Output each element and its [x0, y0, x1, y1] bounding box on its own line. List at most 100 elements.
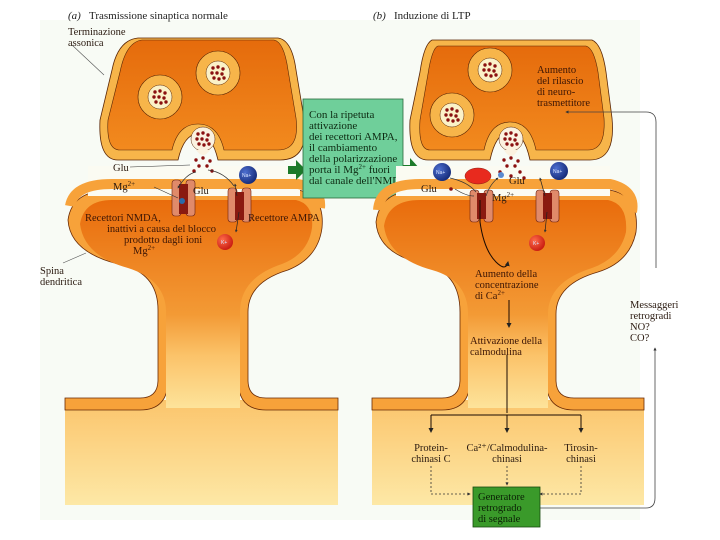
glutamate-dot — [154, 100, 158, 104]
panel-b-glutamate-dots — [444, 62, 526, 180]
panel-b-postsynaptic-membrane — [373, 179, 638, 213]
dashed-arrow-tyrk — [539, 466, 582, 496]
glutamate-dot — [164, 100, 168, 104]
nmda-label-2: inattivi a causa del blocco — [107, 224, 216, 235]
glutamate-dot — [492, 69, 496, 73]
glutamate-dot — [196, 132, 200, 136]
kinase-pkc-label-2: chinasi C — [411, 454, 450, 465]
axon-terminal-label-2: assonica — [68, 38, 104, 49]
panel-a-spine — [80, 200, 313, 408]
glutamate-dot — [152, 95, 156, 99]
panel-b-glu-to-nmda-arrow — [454, 188, 475, 197]
glutamate-dot — [163, 91, 167, 95]
spine-label-1: Spina — [40, 266, 64, 277]
glutamate-dot — [514, 133, 518, 137]
glutamate-dot — [206, 133, 210, 137]
axon-terminal-label-1: Terminazione — [68, 27, 126, 38]
glutamate-dot — [516, 159, 520, 163]
panel-a-potassium-ion — [217, 234, 233, 250]
release-label-1: Aumento — [537, 65, 576, 76]
glutamate-dot — [194, 158, 198, 162]
panel-b-mg-ion — [498, 172, 504, 178]
panel-a-nmda-receptor — [171, 179, 196, 217]
panel-b-sodium-ion-left-label: Na+ — [436, 170, 445, 176]
glutamate-dot — [221, 67, 225, 71]
panel-a-axon-pointer — [71, 44, 105, 76]
panel-a-letter: (a) — [68, 10, 81, 22]
panel-b-sodium-ion-right — [550, 162, 568, 180]
panel-a-ampa-k-arrow — [234, 211, 240, 233]
panel-a-glu-label-1: Glu — [113, 163, 130, 174]
glutamate-dot — [208, 159, 212, 163]
box-line-6: porta il Mg2+ fuori — [309, 163, 390, 176]
panel-a-ampa-na-arrow — [233, 183, 238, 197]
glutamate-dot — [456, 118, 460, 122]
glutamate-dot — [489, 74, 493, 78]
glutamate-dot — [513, 138, 517, 142]
panel-a-glu-pointer — [129, 164, 191, 168]
glutamate-dot — [504, 132, 508, 136]
generator-label-3: di segnale — [478, 514, 521, 525]
glutamate-dot — [211, 66, 215, 70]
glutamate-dot — [192, 169, 196, 173]
release-label-4: trasmettitore — [537, 98, 590, 109]
dashed-arrow-pkc — [430, 466, 471, 496]
glutamate-dot — [197, 164, 201, 168]
glutamate-dot — [162, 96, 166, 100]
panel-b-ampa-na-arrow — [539, 177, 546, 197]
panel-b-mg-label: Mg2+ — [492, 191, 514, 204]
glutamate-dot — [202, 143, 206, 147]
glutamate-dot — [444, 113, 448, 117]
panel-b-sodium-ion-right-label: Na+ — [553, 169, 562, 175]
glutamate-dot — [510, 143, 514, 147]
generator-label-2: retrogrado — [478, 503, 522, 514]
glutamate-dot — [483, 63, 487, 67]
glutamate-dot — [205, 164, 209, 168]
glutamate-dot — [518, 170, 522, 174]
box-line-1: Con la ripetuta — [309, 109, 374, 121]
messenger-label-1: Messaggeri — [630, 300, 678, 311]
panel-b-glu-dot — [449, 187, 453, 191]
glutamate-dot — [158, 89, 162, 93]
glutamate-dot — [200, 137, 204, 141]
panel-a-spine-pointer — [62, 252, 87, 264]
glutamate-dot — [157, 95, 161, 99]
glutamate-dot — [450, 107, 454, 111]
panel-a-dendrite-base — [65, 400, 338, 505]
messenger-label-3: NO? — [630, 322, 650, 333]
glutamate-dot — [210, 71, 214, 75]
glutamate-dot — [505, 164, 509, 168]
glutamate-dot — [205, 138, 209, 142]
calmodulin-label-2: calmodulina — [470, 347, 522, 358]
panel-a-glu-to-nmda-arrow — [177, 171, 197, 189]
glutamate-dot — [212, 76, 216, 80]
panel-b-na-entry-arrow — [449, 177, 477, 193]
calmodulin-label-1: Attivazione della — [470, 336, 542, 347]
release-label-3: di neuro- — [537, 87, 576, 98]
release-label-2: del rilascio — [537, 76, 583, 87]
panel-b: Na+ Na+ K+ (b) Induzione di LTP Aumento … — [371, 10, 678, 528]
glutamate-dot — [508, 137, 512, 141]
glutamate-dot — [201, 156, 205, 160]
glutamate-dot — [445, 108, 449, 112]
glutamate-dot — [201, 131, 205, 135]
panel-b-ampa-receptor — [535, 189, 560, 223]
nmda-label-4: Mg2+ — [133, 244, 155, 257]
glutamate-dot — [153, 90, 157, 94]
panel-a-mg-label: Mg2+ — [113, 180, 135, 193]
panel-b-ampa-k-arrow — [543, 211, 548, 233]
panel-b-calcium-ion — [464, 167, 492, 185]
nmda-label-1: Recettori NMDA, — [85, 213, 161, 224]
glutamate-dot — [195, 137, 199, 141]
panel-b-mg-exit-arrow — [485, 177, 499, 197]
glutamate-dot — [159, 101, 163, 105]
nmda-label-3: prodotto dagli ioni — [124, 235, 202, 246]
panel-a-sodium-ion — [239, 166, 257, 184]
glutamate-dot — [515, 142, 519, 146]
retrograde-to-terminal-arrow — [565, 110, 657, 268]
glutamate-dot — [487, 68, 491, 72]
panel-a-mg-ion — [179, 198, 185, 204]
panel-b-letter: (b) — [373, 10, 386, 22]
box-line-7: dal canale dell'NMDA — [309, 175, 408, 187]
panel-b-glu-label-2: Glu — [509, 176, 526, 187]
